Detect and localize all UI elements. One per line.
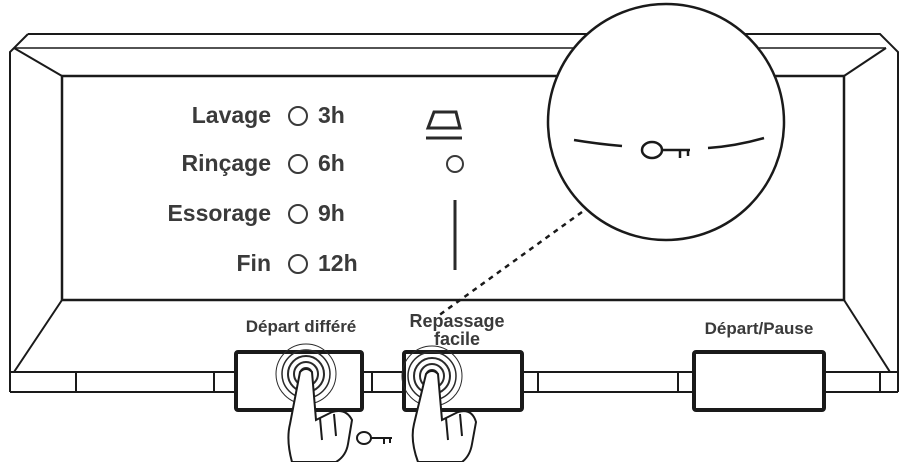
step-label-fin: Fin xyxy=(236,250,272,276)
iron-icon xyxy=(425,110,462,140)
program-led-column xyxy=(288,106,308,274)
start-pause-button[interactable] xyxy=(692,350,826,412)
step-time-3h: 3h xyxy=(318,102,345,128)
delay-start-label: Départ différé xyxy=(245,317,357,336)
step-label-lavage: Lavage xyxy=(191,102,271,128)
step-label-rincage: Rinçage xyxy=(181,150,271,176)
led-rincage xyxy=(288,154,308,174)
small-key-icon xyxy=(356,431,392,445)
pointing-hand-icon-2 xyxy=(411,370,478,462)
easy-iron-label-line2: facile xyxy=(433,329,481,349)
led-fin xyxy=(288,254,308,274)
key-lock-icon xyxy=(640,140,690,160)
start-pause-label: Départ/Pause xyxy=(704,319,814,338)
easy-iron-label-line1: Repassage xyxy=(409,311,505,331)
step-time-9h: 9h xyxy=(318,200,345,226)
step-time-12h: 12h xyxy=(318,250,358,276)
led-lavage xyxy=(288,106,308,126)
led-easy-iron xyxy=(446,155,464,173)
magnifier-callout xyxy=(437,2,786,318)
led-essorage xyxy=(288,204,308,224)
step-label-essorage: Essorage xyxy=(167,200,271,226)
pointing-hand-icon xyxy=(287,368,354,462)
step-time-6h: 6h xyxy=(318,150,345,176)
panel-bezel xyxy=(9,33,899,393)
